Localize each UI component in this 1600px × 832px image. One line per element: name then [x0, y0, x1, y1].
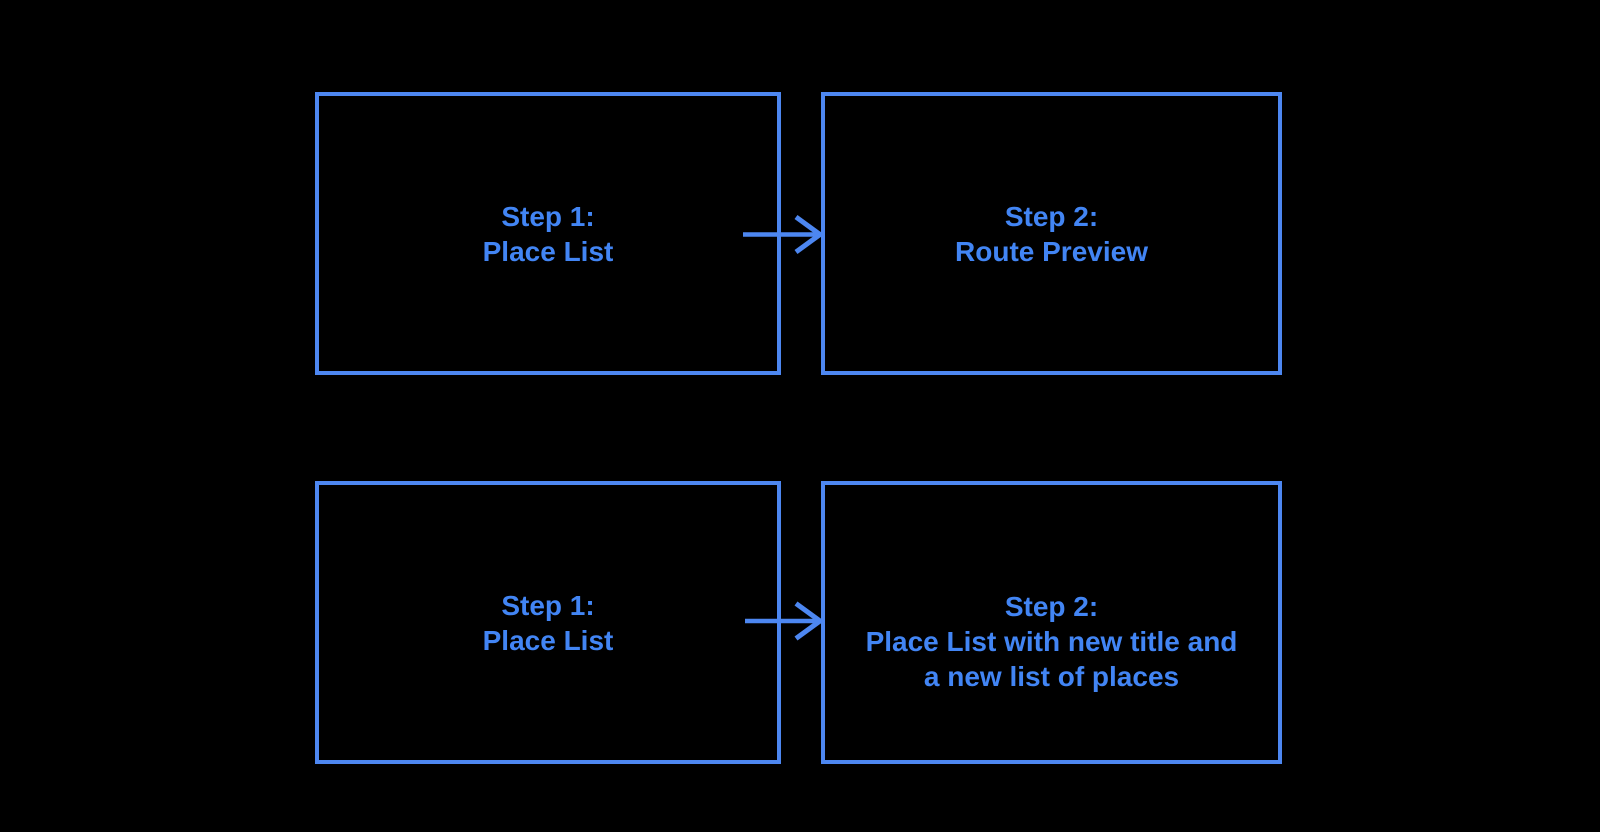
flow-box-label: Step 2: Place List with new title and a … — [866, 589, 1238, 694]
flow-box-label-line: Step 2: — [1004, 200, 1099, 232]
flow-box-label-line: Place List — [482, 624, 614, 656]
flow-box-step1-place-list: Step 1: Place List — [315, 92, 781, 375]
flow-box-label-line: Step 2: — [1004, 591, 1099, 622]
flow-box-label-line: a new list of places — [923, 661, 1180, 692]
flow-box-label-line: Step 1: — [501, 589, 595, 621]
flow-box-label-line: Step 1: — [501, 200, 595, 232]
flow-box-label-line: Route Preview — [955, 235, 1148, 267]
flow-box-label: Step 2: Route Preview — [955, 199, 1148, 269]
flow-box-label: Step 1: Place List — [483, 199, 614, 269]
flow-box-step2-route-preview: Step 2: Route Preview — [821, 92, 1282, 375]
flow-box-label-line: Place List — [482, 235, 614, 267]
flow-box-label: Step 1: Place List — [483, 588, 614, 658]
flow-box-step2-place-list-new: Step 2: Place List with new title and a … — [821, 481, 1282, 764]
flow-box-step1-place-list: Step 1: Place List — [315, 481, 781, 764]
flow-box-label-line: Place List with new title and — [865, 626, 1238, 657]
